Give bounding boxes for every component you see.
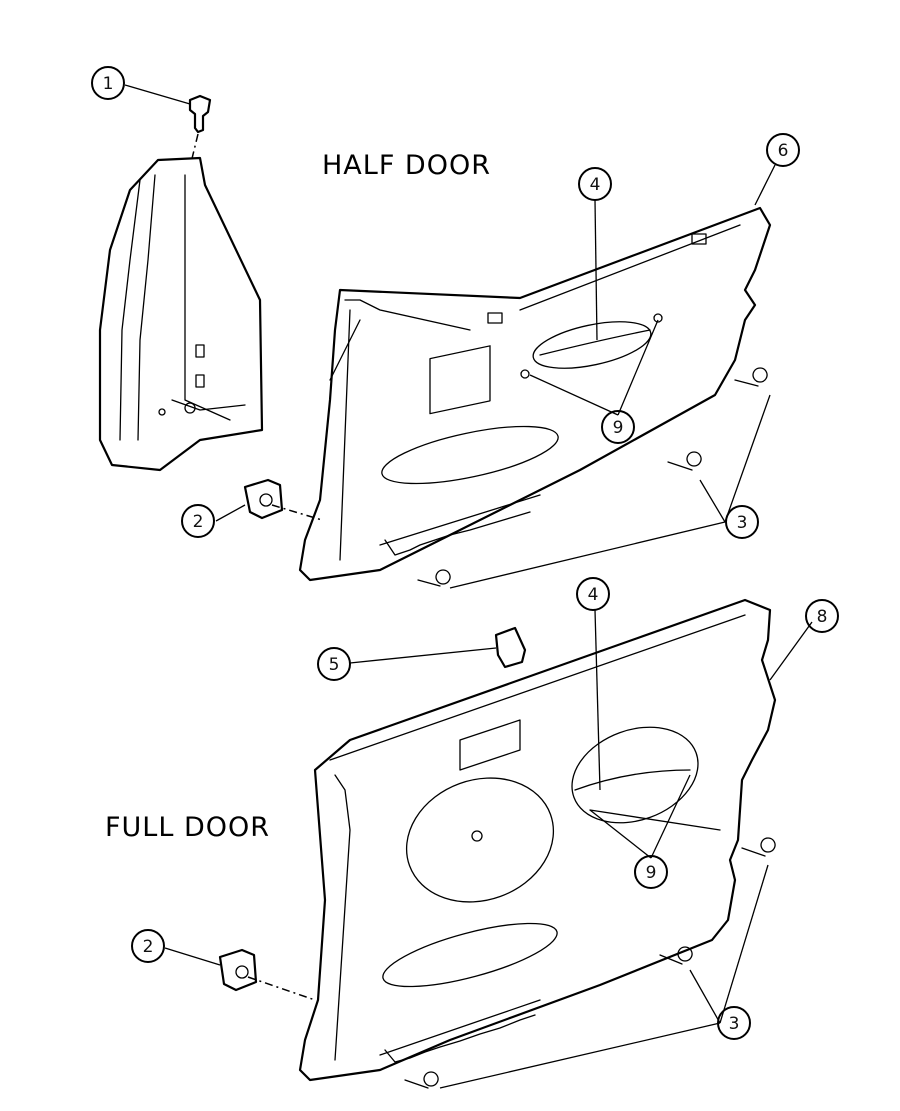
door-frame-part xyxy=(98,156,264,472)
full-door-label: FULL DOOR xyxy=(105,812,270,843)
callout-3-lower: 3 xyxy=(717,1006,751,1040)
half-door-trim-panel xyxy=(298,206,772,582)
svg-text:2: 2 xyxy=(143,937,154,957)
svg-text:6: 6 xyxy=(778,141,789,161)
callout-2-upper: 2 xyxy=(181,504,215,538)
push-pin-part xyxy=(187,94,212,176)
svg-text:8: 8 xyxy=(817,607,828,627)
svg-text:9: 9 xyxy=(646,863,657,883)
svg-text:4: 4 xyxy=(588,585,599,605)
svg-text:5: 5 xyxy=(329,655,340,675)
screws xyxy=(404,367,776,1089)
callout-4-lower: 4 xyxy=(576,577,610,611)
callout-3-upper: 3 xyxy=(725,505,759,539)
callout-6: 6 xyxy=(766,133,800,167)
leader-lines xyxy=(124,84,813,1089)
svg-text:2: 2 xyxy=(193,512,204,532)
svg-text:9: 9 xyxy=(613,418,624,438)
callout-9-lower: 9 xyxy=(634,855,668,889)
clip-part-upper xyxy=(243,478,323,521)
callout-5: 5 xyxy=(317,647,351,681)
svg-text:3: 3 xyxy=(729,1014,740,1034)
callout-8: 8 xyxy=(805,599,839,633)
callout-9-upper: 9 xyxy=(601,410,635,444)
callout-1: 1 xyxy=(91,66,125,100)
svg-text:3: 3 xyxy=(737,513,748,533)
half-door-label: HALF DOOR xyxy=(322,150,491,181)
full-door-trim-panel xyxy=(298,598,777,1082)
retainer-part xyxy=(494,626,527,669)
svg-text:1: 1 xyxy=(103,74,114,94)
callout-4-upper: 4 xyxy=(578,167,612,201)
svg-text:4: 4 xyxy=(590,175,601,195)
clip-part-lower xyxy=(218,948,316,1001)
callout-2-lower: 2 xyxy=(131,929,165,963)
